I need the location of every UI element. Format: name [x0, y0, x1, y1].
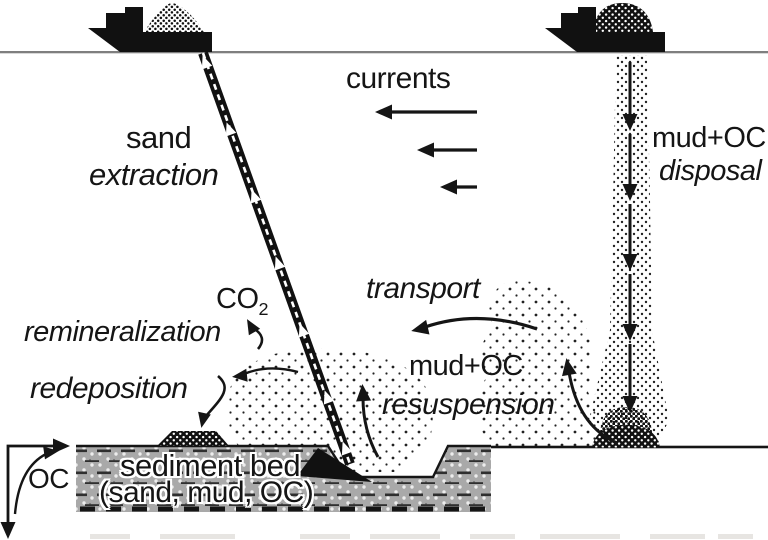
- label-mud-oc-disposal: mud+OC: [652, 122, 766, 154]
- water-surface-line: [0, 51, 768, 54]
- label-resuspension: resuspension: [382, 388, 555, 421]
- co2-text: CO: [216, 283, 259, 315]
- sediment-bed-surface-line: [76, 444, 491, 479]
- label-sediment-bed-detail: (sand, mud, OC): [99, 476, 314, 509]
- label-currents: currents: [346, 62, 451, 95]
- dredger-ship-icon: [88, 3, 212, 52]
- disposal-mound: [592, 407, 660, 448]
- co2-subscript: 2: [258, 298, 269, 319]
- remineralization-arrow: [241, 315, 264, 350]
- label-disposal: disposal: [659, 155, 762, 187]
- label-oc: OC: [28, 463, 70, 494]
- resuspension-arrow-left: [354, 383, 380, 458]
- drag-head: [297, 448, 372, 482]
- currents-arrows: [375, 104, 477, 195]
- label-extraction: extraction: [89, 157, 219, 192]
- sand-cargo-pile: [144, 3, 204, 32]
- label-sand: sand: [126, 120, 192, 155]
- label-mud-oc-resuspension: mud+OC: [409, 350, 523, 382]
- sediment-bed-slab: [76, 446, 491, 512]
- label-sediment-bed: sediment bed: [120, 448, 301, 483]
- cropped-caption-remnant: [90, 534, 753, 539]
- label-transport: transport: [366, 272, 480, 305]
- label-redeposition: redeposition: [30, 372, 188, 405]
- resuspension-arrow-right: [559, 356, 618, 445]
- redeposition-mound: [157, 431, 229, 446]
- disposal-ship-icon: [545, 3, 665, 52]
- cloud-spread-left-arrow: [231, 367, 299, 384]
- transport-arrow: [409, 316, 538, 339]
- oc-arrows: [0, 438, 70, 539]
- mud-cargo-dome: [593, 3, 653, 32]
- redeposition-arrow: [194, 375, 226, 430]
- suction-pipe: [197, 51, 355, 466]
- plume-down-arrows: [622, 62, 638, 413]
- label-remineralization: remineralization: [24, 316, 221, 348]
- label-co2: CO2: [216, 285, 268, 318]
